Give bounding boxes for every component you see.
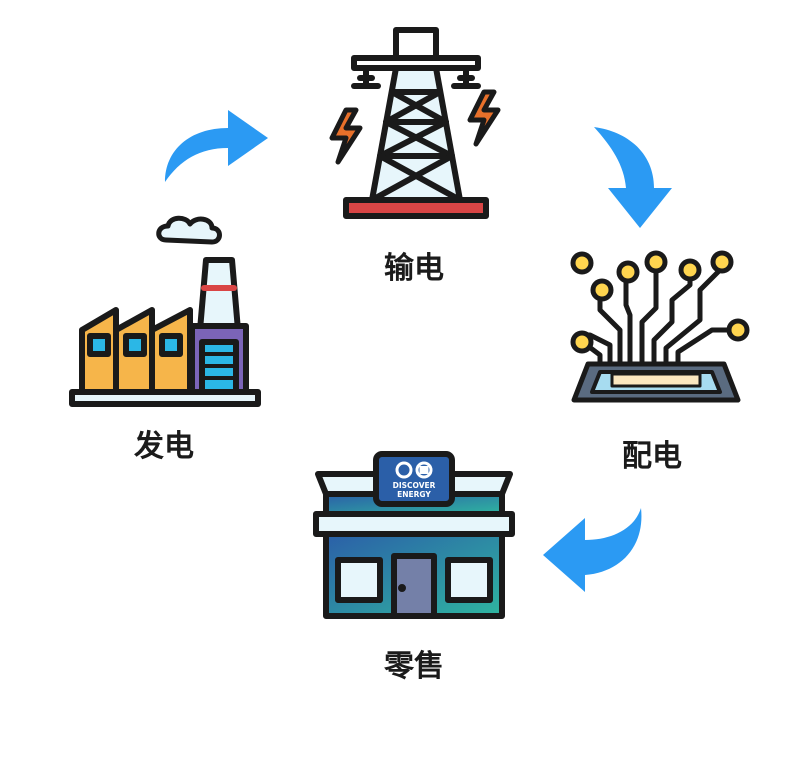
factory-icon (69, 215, 261, 407)
arrow-distribution-to-retail (543, 508, 642, 592)
store-sign-logo-icon (395, 461, 433, 479)
label-distribution: 配电 (622, 439, 682, 474)
circuit-chip-icon (570, 250, 750, 403)
store-sign-line2: ENERGY (397, 490, 431, 499)
label-generation: 发电 (133, 429, 194, 464)
label-retail: 零售 (384, 649, 444, 684)
arrow-transmission-to-distribution (594, 127, 672, 228)
power-tower-icon (343, 27, 489, 219)
lightning-bolt-icon-right (467, 89, 501, 147)
label-transmission: 输电 (384, 251, 444, 286)
arrow-generation-to-transmission (165, 110, 268, 182)
store-sign-line1: DISCOVER (393, 481, 436, 490)
store-icon (313, 451, 515, 619)
lightning-bolt-icon-left (329, 107, 363, 165)
